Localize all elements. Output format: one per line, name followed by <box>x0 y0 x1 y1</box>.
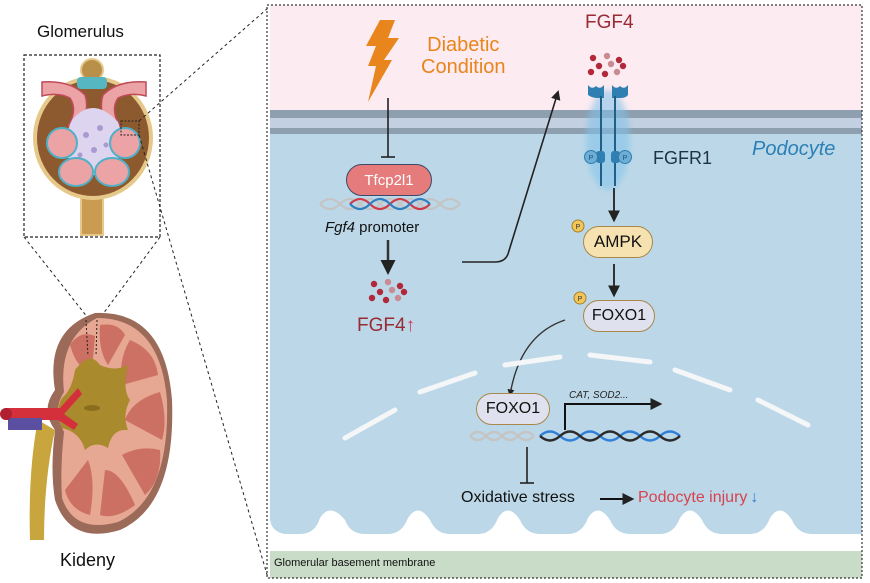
phospho-label-left: P <box>589 155 594 162</box>
glomerular-basement-membrane <box>270 551 862 578</box>
fgf4-protein-dot <box>368 294 376 302</box>
fgf4-protein-dot <box>376 288 384 296</box>
cell-membrane-inner-edge <box>270 128 862 134</box>
fgf4-promoter-label: Fgf4 promoter <box>325 219 419 236</box>
fgf4-protein-dot <box>589 54 597 62</box>
cell-membrane-outer <box>270 110 862 118</box>
fgfr1-receptor <box>584 85 632 190</box>
foxo1-cytoplasmic-node: FOXO1 <box>583 300 655 332</box>
zoom-connector-lines <box>23 7 269 579</box>
glomerulus-illustration <box>23 54 161 238</box>
fgf4-protein-dot <box>382 296 390 304</box>
kidney-label: Kideny <box>60 550 116 570</box>
ampk-phospho-label: P <box>576 224 581 231</box>
oxidative-stress-label: Oxidative stress <box>461 489 575 506</box>
promoter-suffix: promoter <box>355 219 420 236</box>
target-gene-dna <box>469 430 681 442</box>
fgf4-protein-dot <box>388 286 396 294</box>
transcription-start-arrow <box>564 398 663 430</box>
podocyte-panel-border <box>266 4 863 579</box>
gbm-label: Glomerular basement membrane <box>274 557 436 569</box>
fgf4-protein-dot <box>370 280 378 288</box>
cell-membrane-inner <box>270 118 862 128</box>
foxo1-nuclear-node: FOXO1 <box>476 393 550 425</box>
podocyte-label: Podocyte <box>752 138 836 160</box>
ampk-node: AMPK <box>583 226 653 258</box>
inhibition-arrow-diabetic-to-tfcp2l1 <box>381 98 395 158</box>
down-arrow-icon: ↓ <box>750 489 759 506</box>
fgf4-intracellular-dots <box>368 278 408 304</box>
fgf4-protein-dot <box>607 60 615 68</box>
up-arrow-icon: ↑ <box>405 315 416 336</box>
fgfr1-label: FGFR1 <box>653 148 713 168</box>
foxo1-phospho-label: P <box>578 296 583 303</box>
fgf4-protein-dot <box>601 70 609 78</box>
fgf4-name: FGF4 <box>357 315 406 336</box>
nuclear-envelope <box>342 352 811 441</box>
fgf4-protein-dot <box>394 294 402 302</box>
ampk-phospho-icon <box>571 219 585 233</box>
fgf4-protein-dot <box>615 56 623 64</box>
fgf4-protein-dot <box>384 278 392 286</box>
foot-processes <box>270 510 862 554</box>
kidney-illustration <box>0 312 173 540</box>
fgf4-protein-dot <box>603 52 611 60</box>
injury-text: Podocyte injury <box>638 489 748 506</box>
nuclear-translocation-arrow <box>507 319 566 397</box>
tfcp2l1-node: Tfcp2l1 <box>346 164 432 196</box>
fgf4-protein-dot <box>396 282 404 290</box>
fgf4-extracellular-dots <box>587 52 627 78</box>
fgf4-protein-dot <box>619 62 627 70</box>
inhibition-arrow-to-oxidative-stress <box>520 447 534 484</box>
target-genes-label: CAT, SOD2... <box>569 390 629 401</box>
fgf4-protein-dot <box>595 62 603 70</box>
diabetic-label-line2: Condition <box>421 56 506 78</box>
phospho-label-right: P <box>623 155 628 162</box>
extracellular-space <box>270 5 862 117</box>
fgf4-protein-dot <box>400 288 408 296</box>
lightning-bolt-icon <box>366 20 399 102</box>
fgf4-promoter-dna <box>319 197 461 211</box>
glomerulus-zoom-box <box>23 54 161 238</box>
fgf4-upregulated-label: FGF4↑ <box>357 315 415 337</box>
secretion-arrow <box>462 90 561 263</box>
diabetic-condition-label: Diabetic Condition <box>421 34 506 78</box>
fgf4-protein-dot <box>613 68 621 76</box>
podocyte-injury-label: Podocyte injury↓ <box>638 489 758 507</box>
fgf4-extracellular-label: FGF4 <box>585 12 634 33</box>
glomerulus-label: Glomerulus <box>37 22 124 41</box>
diabetic-label-line1: Diabetic <box>427 34 500 56</box>
foxo1-phospho-icon <box>573 291 587 305</box>
promoter-gene-name: Fgf4 <box>325 219 356 236</box>
fgf4-protein-dot <box>587 68 595 76</box>
